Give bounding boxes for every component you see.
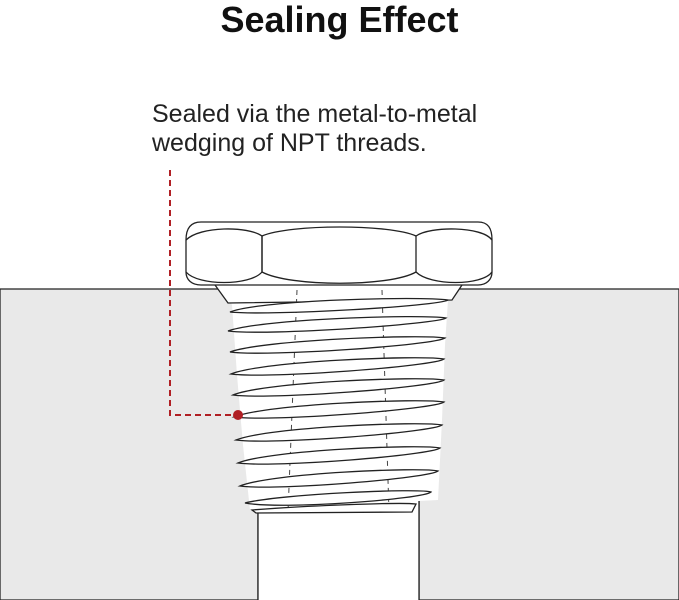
port-bore xyxy=(258,500,419,600)
annotation-caption: Sealed via the metal-to-metal wedging of… xyxy=(152,100,477,158)
callout-point-marker xyxy=(233,410,243,420)
hex-head xyxy=(185,221,493,286)
callout-leader xyxy=(169,170,243,420)
caption-line-1: Sealed via the metal-to-metal xyxy=(152,100,478,128)
thread-crests xyxy=(227,297,450,514)
caption-line-2: wedging of NPT threads. xyxy=(152,129,427,157)
diagram-title: Sealing Effect xyxy=(220,0,459,40)
